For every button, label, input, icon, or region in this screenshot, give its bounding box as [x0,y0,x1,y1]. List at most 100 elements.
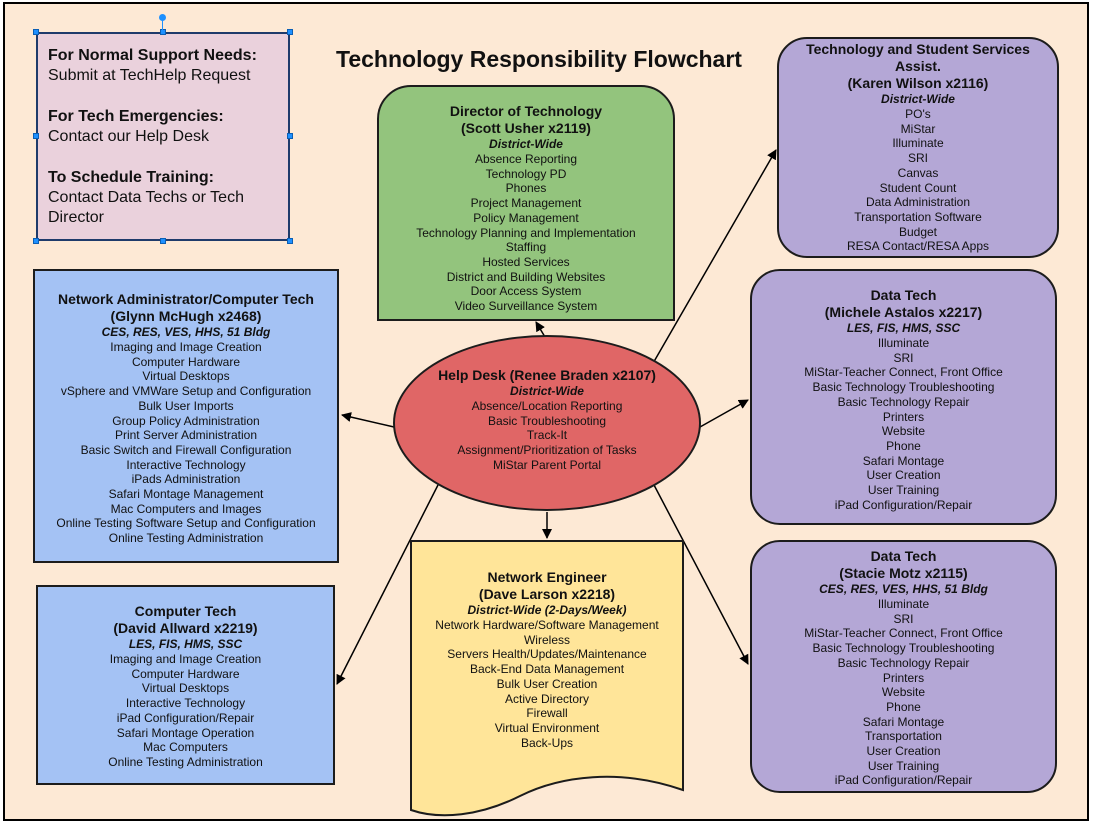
director-box[interactable]: Director of Technology (Scott Usher x211… [377,85,675,321]
list-item: SRI [907,151,928,166]
list-item: Computer Hardware [131,666,240,681]
list-item: Assignment/Prioritization of Tasks [457,443,637,458]
help-desk-scope: District-Wide [510,384,584,398]
resize-handle[interactable] [287,29,293,35]
resize-handle[interactable] [33,133,39,139]
arrow-to-student-services [651,149,777,366]
list-item: Absence/Location Reporting [471,399,623,413]
support-heading: To Schedule Training: [48,169,214,186]
list-item: iPad Configuration/Repair [834,497,973,512]
arrow-to-data-tech-1 [699,399,749,428]
director-scope: District-Wide [489,137,563,151]
resize-handle[interactable] [33,238,39,244]
list-item: Safari Montage [862,714,945,729]
list-item: RESA Contact/RESA Apps [846,239,990,254]
network-admin-title: Network Administrator/Computer Tech [58,291,314,307]
list-item: User Training [867,483,940,498]
list-item: Print Server Administration [114,428,258,443]
list-item: Transportation Software [854,209,982,224]
list-item: Safari Montage Management [108,487,264,502]
list-item: Mac Computers [143,740,228,755]
support-text: Contact Data Techs or Tech Director [48,189,244,226]
support-text: Contact our Help Desk [48,128,209,145]
resize-handle[interactable] [160,29,166,35]
list-item: Virtual Desktops [142,369,230,384]
list-item: Website [881,685,926,700]
student-services-box[interactable]: Technology and Student Services Assist. … [777,37,1059,258]
list-item: Virtual Desktops [141,681,230,696]
list-item: Budget [898,224,938,239]
director-responsibilities: Absence Reporting Technology PD Phones P… [379,152,673,314]
list-item: Virtual Environment [494,720,600,735]
list-item: Basic Technology Troubleshooting [812,380,995,395]
support-group-training: To Schedule Training: Contact Data Techs… [48,168,278,228]
student-services-name: (Karen Wilson x2116) [847,75,989,91]
support-text: Submit at TechHelp Request [48,67,251,84]
list-item: Illuminate [877,597,930,611]
data-tech-1-box[interactable]: Data Tech (Michele Astalos x2217) LES, F… [750,269,1057,525]
list-item: Basic Technology Troubleshooting [812,641,995,656]
list-item: Safari Montage Operation [116,725,255,740]
computer-tech-title: Computer Tech [134,603,237,619]
list-item: Wireless [523,632,570,647]
list-item: Technology PD [485,166,567,181]
director-title: Director of Technology [449,103,603,119]
resize-handle[interactable] [287,133,293,139]
student-services-title: Technology and Student Services Assist. [806,41,1030,74]
network-admin-box[interactable]: Network Administrator/Computer Tech (Gly… [33,269,339,563]
help-desk-responsibilities: Absence/Location Reporting Basic Trouble… [435,399,659,473]
data-tech-2-name: (Stacie Motz x2115) [839,565,968,581]
list-item: MiStar-Teacher Connect, Front Office [804,626,1003,641]
list-item: Online Testing Administration [108,531,264,546]
list-item: Staffing [505,240,547,255]
list-item: Project Management [470,196,582,211]
computer-tech-responsibilities: Imaging and Image Creation Computer Hard… [38,652,333,770]
list-item: Servers Health/Updates/Maintenance [447,647,647,662]
resize-handle[interactable] [33,29,39,35]
network-engineer-scope: District-Wide (2-Days/Week) [467,603,627,617]
arrow-to-computer-tech [336,484,439,685]
list-item: Phone [886,699,921,714]
support-info-box[interactable]: For Normal Support Needs: Submit at Tech… [36,32,290,241]
support-heading: For Tech Emergencies: [48,108,224,125]
help-desk-ellipse[interactable]: Help Desk (Renee Braden x2107) District-… [393,335,701,511]
list-item: MiStar-Teacher Connect, Front Office [804,365,1003,380]
list-item: Absence Reporting [474,152,578,166]
list-item: Door Access System [470,284,582,299]
list-item: Basic Technology Repair [837,655,970,670]
data-tech-1-title: Data Tech [870,287,937,303]
student-services-responsibilities: PO's MiStar Illuminate SRI Canvas Studen… [799,107,1037,254]
list-item: Policy Management [473,210,579,225]
student-services-scope: District-Wide [881,92,955,106]
resize-handle[interactable] [287,238,293,244]
data-tech-2-box[interactable]: Data Tech (Stacie Motz x2115) CES, RES, … [750,540,1057,793]
list-item: Basic Technology Repair [837,394,970,409]
page-title: Technology Responsibility Flowchart [336,46,742,72]
computer-tech-box[interactable]: Computer Tech (David Allward x2219) LES,… [36,585,335,785]
list-item: Interactive Technology [126,457,246,472]
support-group-emergencies: For Tech Emergencies: Contact our Help D… [48,107,278,147]
list-item: Safari Montage [862,453,945,468]
rotate-handle-stem [162,19,163,30]
list-item: PO's [905,107,931,121]
network-engineer-box[interactable]: Network Engineer (Dave Larson x2218) Dis… [410,540,684,750]
data-tech-2-responsibilities: Illuminate SRI MiStar-Teacher Connect, F… [752,597,1055,788]
network-admin-name: (Glynn McHugh x2468) [110,308,262,324]
network-engineer-shape [410,540,684,817]
list-item: Student Count [879,180,957,195]
list-item: Firewall [526,706,568,721]
list-item: Imaging and Image Creation [110,340,262,354]
list-item: User Creation [866,468,941,483]
list-item: Basic Switch and Firewall Configuration [80,442,292,457]
computer-tech-name: (David Allward x2219) [113,620,258,636]
rotate-handle[interactable] [159,14,166,21]
data-tech-1-name: (Michele Astalos x2217) [824,304,983,320]
list-item: District and Building Websites [446,269,606,284]
list-item: Canvas [897,165,939,180]
list-item: Basic Troubleshooting [487,413,607,428]
list-item: Illuminate [877,336,930,350]
network-admin-responsibilities: Imaging and Image Creation Computer Hard… [35,340,337,546]
data-tech-1-responsibilities: Illuminate SRI MiStar-Teacher Connect, F… [752,336,1055,512]
resize-handle[interactable] [160,238,166,244]
